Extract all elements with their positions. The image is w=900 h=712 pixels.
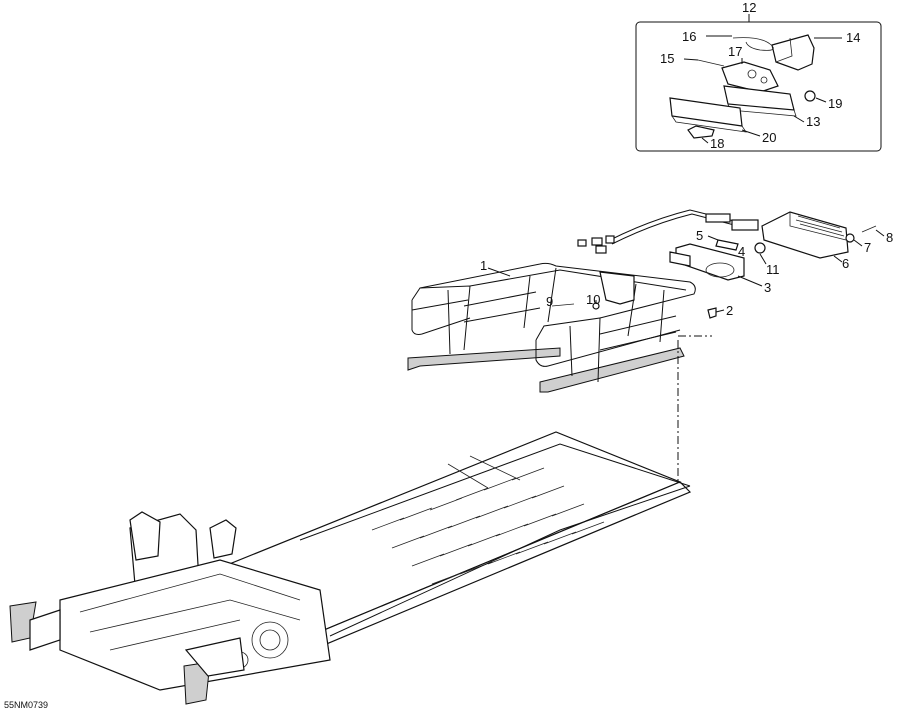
drawing-code: 55NM0739 xyxy=(4,700,48,710)
washer-11 xyxy=(754,242,766,254)
callout-17: 17 xyxy=(728,44,742,59)
callout-19: 19 xyxy=(828,96,842,111)
nut-7 xyxy=(845,233,855,243)
socket-4 xyxy=(669,251,691,267)
callout-10: 10 xyxy=(586,292,600,307)
chassis-tunnel xyxy=(9,335,712,705)
callout-8: 8 xyxy=(886,230,893,245)
inset-frame xyxy=(635,21,882,152)
callout-4: 4 xyxy=(738,244,745,259)
callout-18: 18 xyxy=(710,136,724,151)
callout-5: 5 xyxy=(696,228,703,243)
tail-light-assembly xyxy=(551,209,885,319)
inset-box-group xyxy=(635,14,882,152)
bulb-5 xyxy=(715,239,739,251)
screw-2 xyxy=(707,307,717,319)
luggage-rack-1 xyxy=(407,262,696,393)
callout-12: 12 xyxy=(742,0,756,15)
callout-11: 11 xyxy=(766,262,780,277)
callout-14: 14 xyxy=(846,30,860,45)
callout-6: 6 xyxy=(842,256,849,271)
callout-9: 9 xyxy=(546,294,553,309)
callout-20: 20 xyxy=(762,130,776,145)
tail-light-6 xyxy=(761,211,849,259)
callout-1: 1 xyxy=(480,258,487,273)
callout-3: 3 xyxy=(764,280,771,295)
bracket-14 xyxy=(771,34,815,71)
bolt-18 xyxy=(687,125,715,139)
callout-15: 15 xyxy=(660,51,674,66)
callout-2: 2 xyxy=(726,303,733,318)
hinge-17 xyxy=(721,61,779,93)
nut-19 xyxy=(804,90,816,102)
callout-13: 13 xyxy=(806,114,820,129)
callout-labels: 12 16 14 17 15 19 13 20 18 5 4 8 7 1 11 … xyxy=(4,0,893,710)
callout-16: 16 xyxy=(682,29,696,44)
callout-7: 7 xyxy=(864,240,871,255)
